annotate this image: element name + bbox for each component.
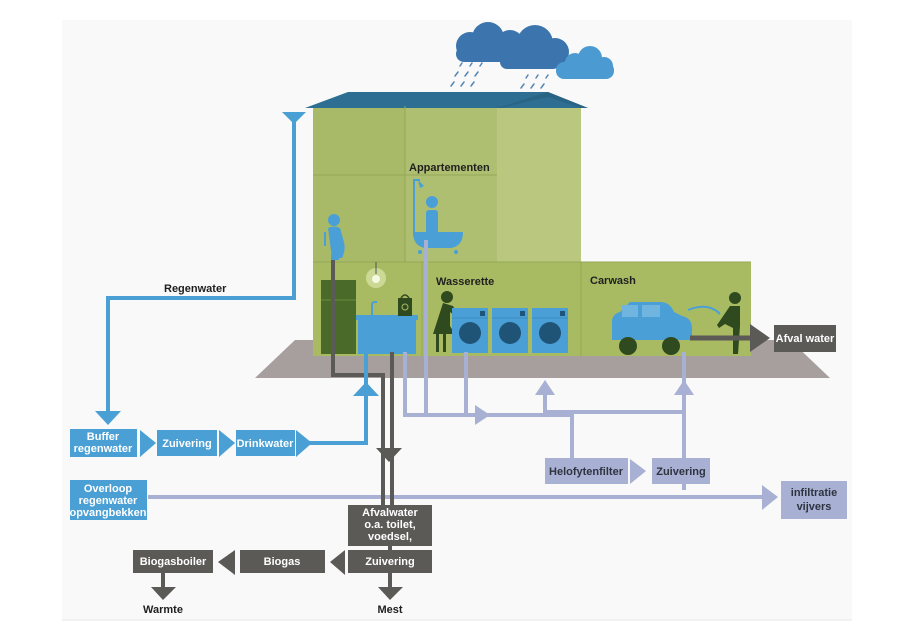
heat-output-label: Warmte [143, 604, 183, 616]
infiltration-ponds-label-line2: vijvers [797, 501, 832, 513]
waste-water-source-line1: Afvalwater [362, 507, 418, 519]
rainwater-buffer-line1: Buffer [87, 431, 120, 443]
carwash-label: Carwash [590, 275, 636, 287]
recycling-bag-icon [398, 294, 412, 316]
arrow-right-icon [750, 324, 770, 352]
arrow-right-icon [296, 430, 312, 457]
waste-water-label: Afval water [776, 333, 835, 345]
laundromat-label: Wasserette [436, 276, 494, 288]
arrow-left-icon [218, 550, 235, 575]
toilet-person-icon [324, 214, 345, 260]
drinking-water-box [236, 430, 295, 456]
arrow-right-icon [762, 485, 778, 510]
overflow-basin-line1: Overloop [84, 483, 133, 495]
biogas-boiler-label: Biogasboiler [140, 556, 207, 568]
washing-machine-icon [492, 308, 528, 353]
apartment-block-right [497, 106, 581, 262]
washing-machine-icon [452, 308, 488, 353]
blackwater-purification-box [348, 550, 432, 573]
overflow-basin-line3: opvangbekken [69, 507, 146, 519]
arrow-up-icon [353, 382, 379, 396]
biogas-box [240, 550, 325, 573]
arrow-down-icon [95, 411, 121, 425]
arrow-right-icon [475, 405, 490, 425]
arrow-up-icon [535, 380, 555, 395]
arrow-down-icon [151, 587, 176, 600]
arrow-right-icon [140, 430, 156, 457]
washing-machine-icon [532, 308, 568, 353]
arrow-down-icon [378, 587, 403, 600]
car-icon [612, 302, 692, 355]
rainwater-buffer-line2: regenwater [74, 443, 133, 455]
rainwater-buffer-box [70, 429, 137, 457]
blackwater-purification-label: Zuivering [365, 556, 415, 568]
fridge-icon [321, 280, 356, 354]
carwash-waste-flow [690, 324, 770, 352]
waste-water-source-line3: voedsel, [368, 531, 412, 543]
waste-water-box [774, 325, 836, 352]
overflow-basin-line2: regenwater [79, 495, 138, 507]
carwash-person-icon [687, 292, 741, 354]
arrow-right-icon [219, 430, 235, 457]
greywater-purification-box [652, 458, 710, 484]
reed-bed-filter-box [545, 458, 628, 484]
arrow-up-icon [674, 380, 694, 395]
arrow-left-icon [330, 550, 345, 575]
greywater-purification-label: Zuivering [656, 466, 706, 478]
apartments-label: Appartementen [409, 162, 490, 174]
sink-icon [356, 301, 418, 354]
arrow-down-icon [376, 448, 402, 462]
waste-water-source-box [348, 505, 432, 546]
drinking-water-label: Drinkwater [237, 438, 295, 450]
rainwater-pipe [95, 112, 306, 425]
biogas-label: Biogas [264, 556, 301, 568]
infiltration-ponds-box [781, 481, 847, 519]
washing-machines [452, 308, 568, 353]
arrow-right-icon [630, 459, 646, 484]
reed-bed-filter-label: Helofytenfilter [549, 466, 624, 478]
rainwater-label: Regenwater [164, 283, 227, 295]
waste-water-source-line2: o.a. toilet, [364, 519, 415, 531]
infiltration-ponds-label-line1: infiltratie [791, 487, 837, 499]
rain-cloud-icon [450, 22, 614, 98]
overflow-basin-box [70, 480, 147, 520]
manure-output-label: Mest [377, 604, 402, 616]
rainwater-purification-box [157, 430, 217, 456]
rainwater-purification-label: Zuivering [162, 438, 212, 450]
biogas-boiler-box [133, 550, 213, 573]
lamp-icon [366, 262, 386, 288]
